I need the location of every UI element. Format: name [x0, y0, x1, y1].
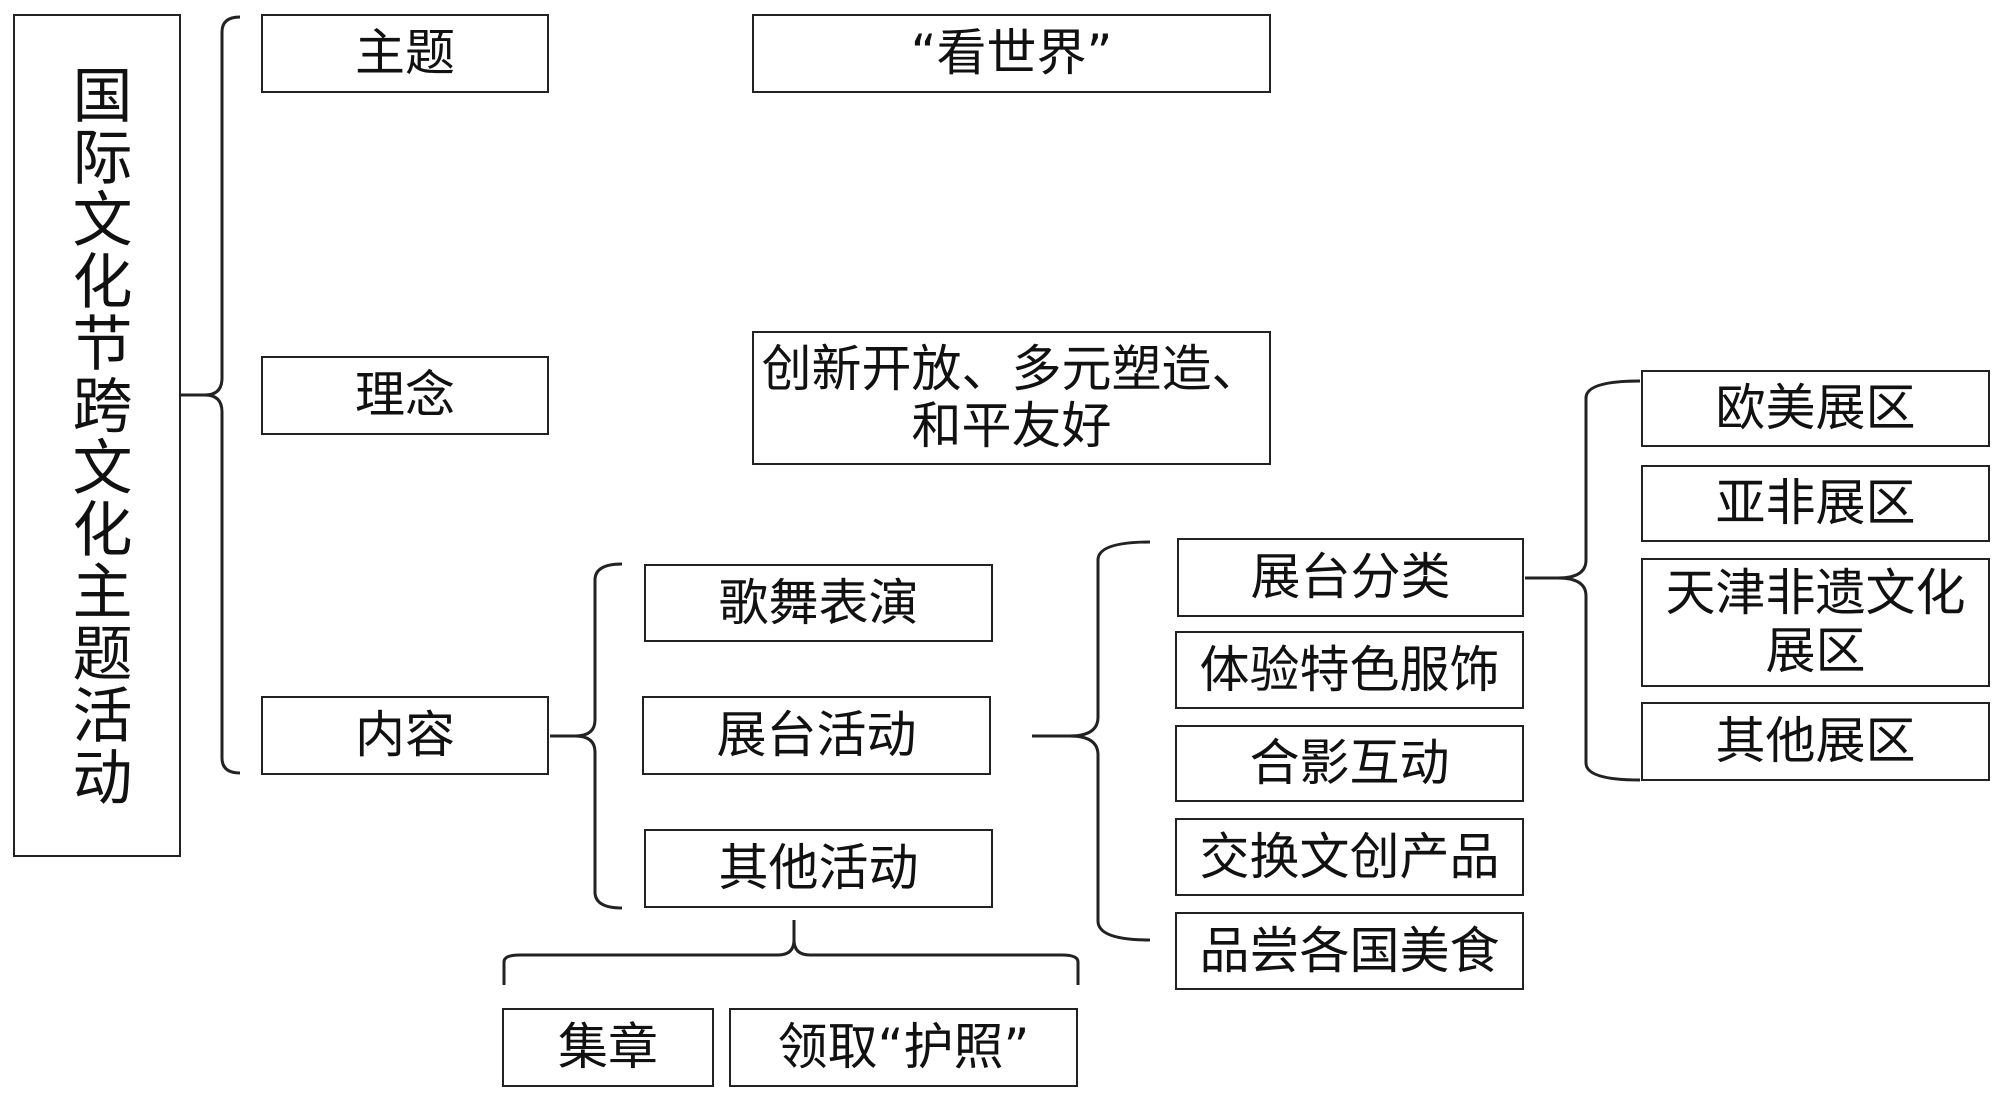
booth-item-food-label: 品尝各国美食 — [1199, 921, 1500, 980]
other-brace — [502, 920, 1080, 985]
content-item-other-label: 其他活动 — [718, 839, 919, 897]
content-item-booth: 展台活动 — [642, 696, 991, 775]
other-item-passport-label: 领取“护照” — [777, 1018, 1030, 1076]
booth-item-classification: 展台分类 — [1177, 538, 1524, 617]
booth-item-costume-label: 体验特色服饰 — [1199, 640, 1500, 699]
content-item-booth-label: 展台活动 — [716, 706, 917, 764]
booth-item-exchange: 交换文创产品 — [1175, 818, 1524, 896]
zone-tianjin-label: 天津非遗文化 展区 — [1665, 564, 1966, 680]
booth-item-photo: 合影互动 — [1175, 725, 1524, 802]
zone-europe-america-label: 欧美展区 — [1715, 379, 1916, 437]
booth-item-exchange-label: 交换文创产品 — [1199, 827, 1500, 886]
booth-item-photo-label: 合影互动 — [1249, 734, 1450, 792]
concept-label-box: 理念 — [261, 356, 549, 435]
zone-asia-africa-label: 亚非展区 — [1715, 474, 1916, 532]
other-item-stamp: 集章 — [502, 1008, 714, 1087]
booth-item-food: 品尝各国美食 — [1175, 912, 1524, 990]
content-brace — [574, 562, 623, 910]
concept-value: 创新开放、多元塑造、 和平友好 — [761, 339, 1262, 455]
content-label-box: 内容 — [261, 696, 549, 775]
content-item-other: 其他活动 — [644, 829, 993, 908]
other-item-stamp-label: 集章 — [558, 1018, 658, 1076]
booth-item-costume: 体验特色服饰 — [1175, 631, 1524, 709]
root-brace — [204, 15, 241, 775]
booth-brace — [1069, 540, 1151, 942]
concept-label: 理念 — [355, 366, 455, 424]
concept-value-box: 创新开放、多元塑造、 和平友好 — [752, 331, 1271, 465]
zone-other: 其他展区 — [1641, 702, 1990, 781]
content-item-dance-label: 歌舞表演 — [718, 573, 919, 632]
other-item-passport: 领取“护照” — [729, 1008, 1078, 1087]
zone-asia-africa: 亚非展区 — [1641, 465, 1990, 542]
content-item-dance: 歌舞表演 — [644, 564, 993, 642]
content-label: 内容 — [355, 706, 455, 764]
theme-label: 主题 — [355, 24, 455, 82]
root-title: 国际文化节跨文化主题活动 — [62, 63, 132, 808]
zone-europe-america: 欧美展区 — [1641, 370, 1990, 447]
zone-tianjin: 天津非遗文化 展区 — [1641, 558, 1990, 687]
theme-label-box: 主题 — [261, 14, 549, 93]
theme-value: “看世界” — [910, 24, 1113, 82]
theme-value-box: “看世界” — [752, 14, 1271, 93]
root-title-box: 国际文化节跨文化主题活动 — [13, 14, 181, 857]
booth-item-classification-label: 展台分类 — [1250, 548, 1451, 606]
zones-brace — [1557, 379, 1641, 782]
zone-other-label: 其他展区 — [1715, 712, 1916, 770]
